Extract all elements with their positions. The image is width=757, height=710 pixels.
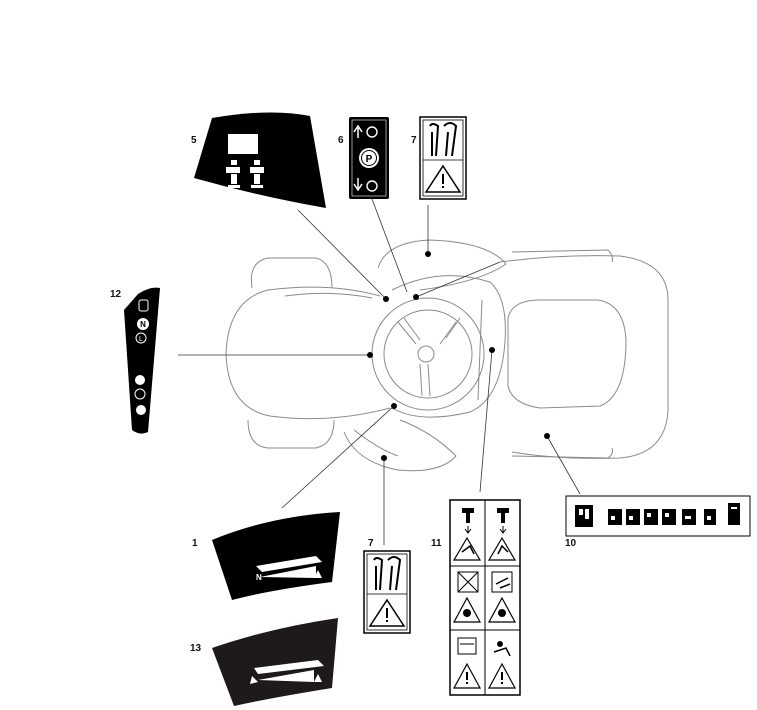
callout-dot [391,403,397,409]
svg-text:N: N [140,320,146,329]
steering-wheel [371,297,485,411]
callout-number: 13 [190,643,202,654]
callout-dot [381,455,387,461]
callout-numbers: 5 6 7 12 1 7 11 10 13 [110,135,577,654]
callout-dot [383,296,389,302]
decal-5 [194,112,326,208]
decal-1: N [212,512,340,600]
callout-dot [489,347,495,353]
decal-13 [212,618,338,706]
callout-number: 1 [192,538,198,549]
callout-dot [367,352,373,358]
decal-7-bottom [363,550,411,634]
callout-dot [425,251,431,257]
callout-dot [544,433,550,439]
decal-6: P [349,117,389,199]
svg-text:N: N [256,573,262,582]
leader-lines [178,198,581,545]
svg-text:L: L [139,336,143,343]
svg-text:P: P [366,154,373,165]
callout-number: 7 [411,135,417,146]
callout-number: 5 [191,135,197,146]
callout-number: 11 [431,538,442,549]
decal-12: N L [124,287,160,434]
decal-11 [449,499,521,696]
callout-number: 7 [368,538,374,549]
callout-number: 12 [110,289,122,300]
decal-10 [565,495,751,537]
callout-dot [413,294,419,300]
callout-number: 10 [565,538,577,549]
callout-number: 6 [338,135,344,146]
decal-7-top [419,116,467,200]
